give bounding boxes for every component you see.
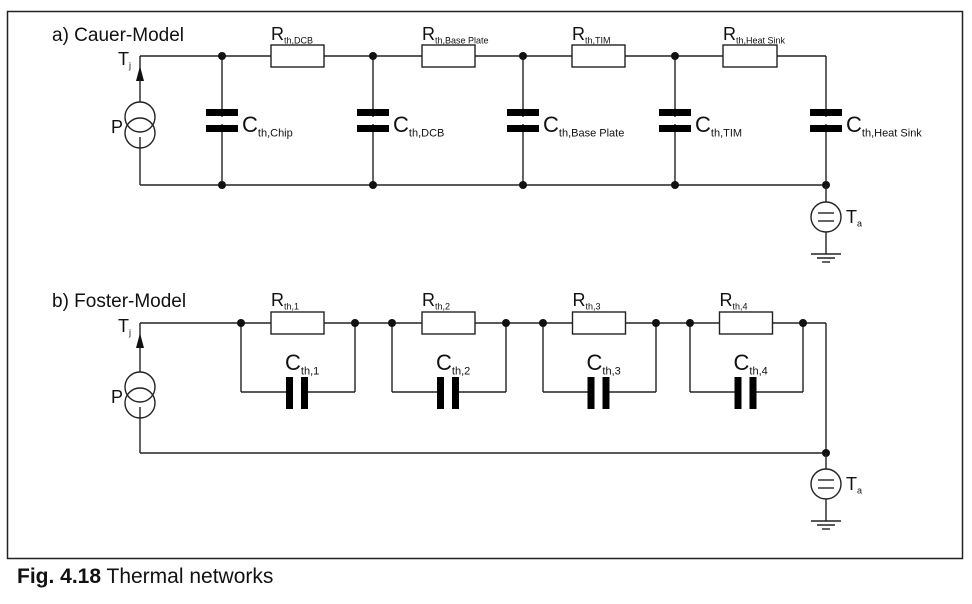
junction-node xyxy=(388,319,396,327)
capacitor-label: Cth,Chip xyxy=(242,112,293,139)
capacitor-gap xyxy=(522,117,524,124)
ambient-temperature-source: Ta xyxy=(810,201,862,263)
capacitor-plate xyxy=(659,109,691,116)
junction-node xyxy=(539,319,547,327)
figure-caption-text: Thermal networks xyxy=(106,565,274,588)
resistor xyxy=(571,311,627,335)
resistor-label: Rth,Base Plate xyxy=(422,24,489,46)
capacitor-gap xyxy=(372,117,374,124)
capacitor-label: Cth,2 xyxy=(436,350,470,377)
resistor xyxy=(270,44,325,68)
figure-frame xyxy=(6,10,964,560)
arrow-icon xyxy=(136,333,144,348)
capacitor-plate xyxy=(810,125,842,132)
capacitor-plate xyxy=(507,125,539,132)
capacitor-label: Cth,4 xyxy=(734,350,768,377)
capacitor-plate xyxy=(507,109,539,116)
resistor-label: Rth,DCB xyxy=(271,24,313,46)
capacitor-plate xyxy=(749,377,757,409)
resistor-label: Rth,Heat Sink xyxy=(723,24,786,46)
resistor-label: Rth,2 xyxy=(422,290,450,312)
capacitor-plate xyxy=(659,125,691,132)
source-circle xyxy=(124,101,156,133)
capacitor-plate xyxy=(206,125,238,132)
resistor xyxy=(571,44,626,68)
junction-node xyxy=(671,181,679,189)
capacitor-label: Cth,DCB xyxy=(393,112,444,139)
resistor-label: Rth,1 xyxy=(271,290,299,312)
capacitor-plate xyxy=(810,109,842,116)
capacitor-plate xyxy=(301,377,308,409)
capacitor-label: Cth,Base Plate xyxy=(543,112,624,139)
junction-node xyxy=(671,52,679,60)
capacitor-label: Cth,3 xyxy=(587,350,621,377)
capacitor-plate xyxy=(206,109,238,116)
capacitor-plate xyxy=(357,125,389,132)
figure-caption: Fig. 4.18 Thermal networks xyxy=(17,565,273,589)
capacitor-gap xyxy=(293,390,301,394)
capacitor-plate xyxy=(286,377,293,409)
junction-node xyxy=(502,319,510,327)
resistor xyxy=(421,44,476,68)
junction-node xyxy=(369,52,377,60)
capacitor-gap xyxy=(825,117,827,124)
ambient-temperature-source: Ta xyxy=(810,468,862,530)
capacitor-gap xyxy=(594,390,603,394)
source-circle xyxy=(124,371,156,403)
resistor xyxy=(718,311,774,335)
foster-title: b) Foster-Model xyxy=(52,291,186,312)
source-circle xyxy=(124,117,156,149)
junction-node xyxy=(218,181,226,189)
ambient-source-circle xyxy=(810,468,842,500)
capacitor-label: Cth,1 xyxy=(285,350,319,377)
junction-node xyxy=(686,319,694,327)
source-label: P xyxy=(111,117,123,137)
source-label: P xyxy=(111,387,123,407)
junction-temperature-label: Tj xyxy=(118,49,131,71)
resistor xyxy=(421,311,476,335)
capacitor-plate xyxy=(357,109,389,116)
power-source: P Tj xyxy=(111,49,156,149)
junction-node xyxy=(519,52,527,60)
capacitor-label: Cth,TIM xyxy=(695,112,742,139)
arrow-icon xyxy=(136,66,144,81)
cauer-title: a) Cauer-Model xyxy=(52,25,184,46)
junction-node xyxy=(519,181,527,189)
figure-number: Fig. 4.18 xyxy=(17,565,102,588)
capacitor-gap xyxy=(741,390,750,394)
capacitor-gap xyxy=(674,117,676,124)
capacitor-gap xyxy=(444,390,452,394)
power-source: P Tj xyxy=(111,316,156,419)
junction-node xyxy=(237,319,245,327)
capacitor-label: Cth,Heat Sink xyxy=(846,112,922,139)
junction-temperature-label: Tj xyxy=(118,316,131,338)
junction-node xyxy=(351,319,359,327)
capacitor-plate xyxy=(602,377,610,409)
resistor-label: Rth,3 xyxy=(573,290,601,312)
source-circle xyxy=(124,387,156,419)
capacitor-plate xyxy=(734,377,742,409)
junction-node xyxy=(799,319,807,327)
resistor xyxy=(722,44,778,68)
capacitor-plate xyxy=(452,377,459,409)
resistor-label: Rth,4 xyxy=(720,290,748,312)
junction-node xyxy=(652,319,660,327)
junction-node xyxy=(218,52,226,60)
capacitor-gap xyxy=(221,117,223,124)
cauer-network: P Tj Rth,DCB Rth,Base Plate Rth,TIM Rth,Heat … xyxy=(111,24,922,263)
resistor-label: Rth,TIM xyxy=(572,24,611,46)
ambient-source-circle xyxy=(810,201,842,233)
resistor xyxy=(270,311,325,335)
capacitor-plate xyxy=(437,377,444,409)
ambient-temperature-label: Ta xyxy=(846,474,862,496)
junction-node xyxy=(369,181,377,189)
capacitor-plate xyxy=(587,377,595,409)
ambient-temperature-label: Ta xyxy=(846,207,862,229)
